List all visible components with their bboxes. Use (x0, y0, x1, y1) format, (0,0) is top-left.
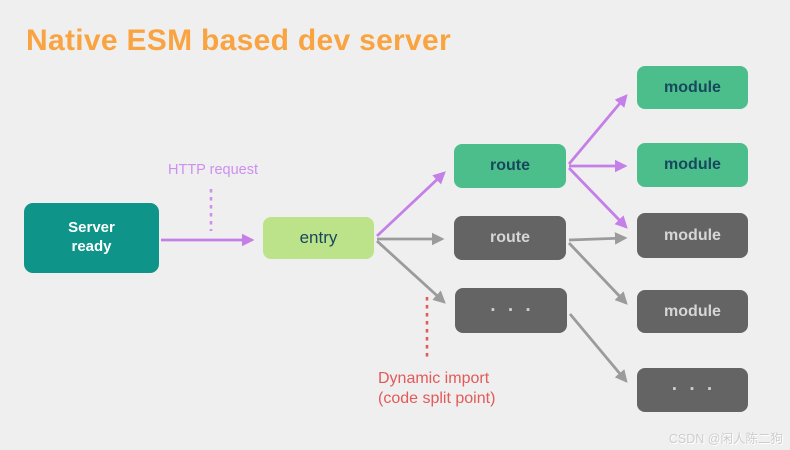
node-module-2-label: module (664, 156, 721, 173)
node-module-1-label: module (664, 78, 721, 96)
http-request-annotation: HTTP request (168, 162, 258, 178)
node-route-mid: route (454, 216, 566, 260)
csdn-watermark: CSDN @闲人陈二狗 (668, 432, 783, 446)
node-server-ready: Server ready (24, 203, 159, 273)
node-entry-label: entry (299, 228, 338, 248)
node-more-routes: · · · (455, 288, 567, 333)
node-module-2: module (637, 143, 748, 187)
node-route-mid-label: route (490, 229, 530, 246)
arrow-route-mid-to-module-3 (568, 232, 628, 245)
node-route-top-label: route (490, 157, 530, 174)
page-title: Native ESM based dev server (26, 24, 451, 57)
node-entry: entry (263, 217, 374, 259)
node-route-top: route (454, 144, 566, 188)
node-more-modules: · · · (637, 368, 748, 412)
node-module-1: module (637, 66, 748, 109)
node-more-modules-label: · · · (671, 379, 717, 401)
node-module-4-label: module (664, 302, 721, 320)
arrow-more-routes-to-more-modules (568, 313, 628, 383)
node-module-4: module (637, 290, 748, 333)
node-module-3: module (637, 213, 748, 258)
arrow-route-top-to-module-1 (567, 94, 628, 165)
arrow-route-mid-to-module-4 (567, 242, 628, 305)
arrow-entry-to-route-top (376, 171, 446, 238)
arrow-route-top-to-module-3 (567, 167, 628, 229)
node-more-routes-label: · · · (490, 299, 535, 321)
node-server-ready-label: Server ready (68, 219, 115, 255)
arrow-entry-to-more-routes (376, 239, 446, 304)
dynamic-import-annotation: Dynamic import (code split point) (378, 370, 496, 407)
node-module-3-label: module (664, 226, 721, 244)
